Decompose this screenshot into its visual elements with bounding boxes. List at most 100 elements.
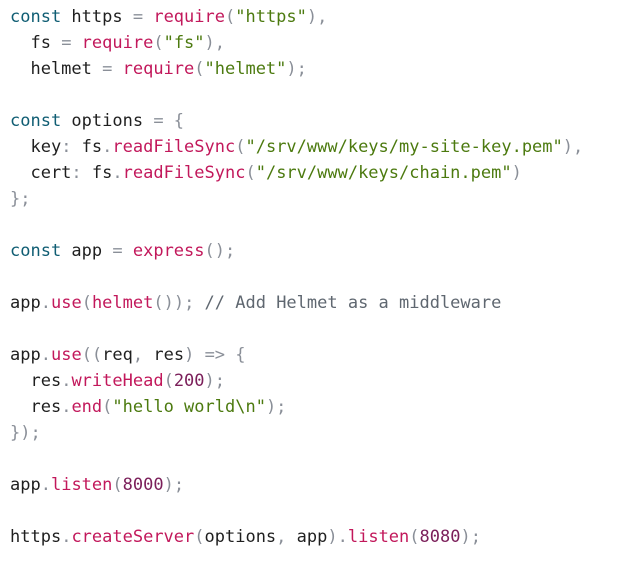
code-line: app.use((req, res) => { xyxy=(10,342,583,368)
code-token: ( xyxy=(224,7,236,27)
code-line: }; xyxy=(10,186,583,212)
code-token: . xyxy=(40,475,51,495)
code-token: . xyxy=(102,137,113,157)
code-token: options xyxy=(204,527,277,547)
code-token: }); xyxy=(10,423,41,443)
code-token: "/srv/www/keys/chain.pem" xyxy=(255,163,512,183)
code-line: const options = { xyxy=(10,108,583,134)
code-token: https xyxy=(10,527,62,547)
code-token: }; xyxy=(10,189,31,209)
code-token: ( xyxy=(102,397,113,417)
code-token: "hello world\n" xyxy=(112,397,266,417)
code-token: use xyxy=(50,345,82,365)
code-token: . xyxy=(61,371,72,391)
code-token: = { xyxy=(153,111,185,131)
code-token: app xyxy=(61,241,113,261)
code-token: helmet xyxy=(91,293,154,313)
code-token: ( xyxy=(81,293,92,313)
code-line: helmet = require("helmet"); xyxy=(10,56,583,82)
code-token: "fs" xyxy=(163,33,205,53)
code-token: 200 xyxy=(173,371,205,391)
code-token: res xyxy=(153,345,185,365)
code-token: ( xyxy=(163,371,174,391)
code-token: "/srv/www/keys/my-site-key.pem" xyxy=(245,137,563,157)
code-token: express xyxy=(132,241,205,261)
code-token: . xyxy=(112,163,123,183)
code-line xyxy=(10,498,583,524)
code-token: ) => { xyxy=(184,345,246,365)
code-token: ( xyxy=(153,33,164,53)
code-token: fs xyxy=(91,163,113,183)
code-token: // Add Helmet as a middleware xyxy=(204,293,502,313)
code-token: key xyxy=(10,137,62,157)
code-line xyxy=(10,212,583,238)
code-token: , xyxy=(132,345,154,365)
code-token: ). xyxy=(327,527,348,547)
code-line: app.listen(8000); xyxy=(10,472,583,498)
code-token: https xyxy=(61,7,133,27)
code-token: = xyxy=(61,33,82,53)
code-token: listen xyxy=(50,475,113,495)
code-token: require xyxy=(122,59,195,79)
code-token: ), xyxy=(204,33,226,53)
code-line: cert: fs.readFileSync("/srv/www/keys/cha… xyxy=(10,160,583,186)
code-token: readFileSync xyxy=(112,137,236,157)
code-token: = xyxy=(102,59,123,79)
code-token: ( xyxy=(235,137,246,157)
code-token: . xyxy=(61,527,72,547)
code-line: fs = require("fs"), xyxy=(10,30,583,56)
code-token: ( xyxy=(194,527,205,547)
code-line: key: fs.readFileSync("/srv/www/keys/my-s… xyxy=(10,134,583,160)
code-line xyxy=(10,316,583,342)
code-line xyxy=(10,446,583,472)
code-token: ) xyxy=(511,163,522,183)
code-token: require xyxy=(81,33,154,53)
code-token: ), xyxy=(562,137,584,157)
code-token: : xyxy=(71,163,92,183)
code-token: ); xyxy=(204,371,226,391)
code-line: app.use(helmet()); // Add Helmet as a mi… xyxy=(10,290,583,316)
code-token: res xyxy=(10,397,62,417)
code-token: (( xyxy=(81,345,103,365)
code-token: createServer xyxy=(71,527,195,547)
code-token: = xyxy=(132,7,154,27)
code-line: }); xyxy=(10,420,583,446)
code-token: fs xyxy=(10,33,62,53)
code-token: ( xyxy=(112,475,123,495)
code-token: app xyxy=(10,345,41,365)
code-line: const app = express(); xyxy=(10,238,583,264)
code-token: end xyxy=(71,397,103,417)
code-token: . xyxy=(61,397,72,417)
code-line: res.end("hello world\n"); xyxy=(10,394,583,420)
code-line xyxy=(10,82,583,108)
code-line: https.createServer(options, app).listen(… xyxy=(10,524,583,550)
code-line: res.writeHead(200); xyxy=(10,368,583,394)
code-token: app xyxy=(296,527,328,547)
code-token: (); xyxy=(204,241,236,261)
code-token: res xyxy=(10,371,62,391)
code-token: : xyxy=(61,137,82,157)
code-token: ), xyxy=(306,7,328,27)
code-token: ); xyxy=(163,475,185,495)
code-token: ( xyxy=(409,527,420,547)
code-token: "https" xyxy=(235,7,307,27)
code-token: options xyxy=(61,111,154,131)
code-token: ( xyxy=(245,163,256,183)
code-token: require xyxy=(153,7,225,27)
code-token: const xyxy=(10,241,62,261)
code-token: 8000 xyxy=(122,475,164,495)
code-token: app xyxy=(10,475,41,495)
code-token: = xyxy=(112,241,133,261)
code-token: "helmet" xyxy=(204,59,287,79)
code-line xyxy=(10,264,583,290)
code-token: app xyxy=(10,293,41,313)
code-token: ( xyxy=(194,59,205,79)
code-block: const https = require("https"), fs = req… xyxy=(10,4,583,550)
code-token: ); xyxy=(265,397,287,417)
code-token: req xyxy=(102,345,133,365)
code-token: ); xyxy=(460,527,481,547)
code-token: , xyxy=(276,527,297,547)
code-token: helmet xyxy=(10,59,103,79)
code-token: readFileSync xyxy=(122,163,246,183)
